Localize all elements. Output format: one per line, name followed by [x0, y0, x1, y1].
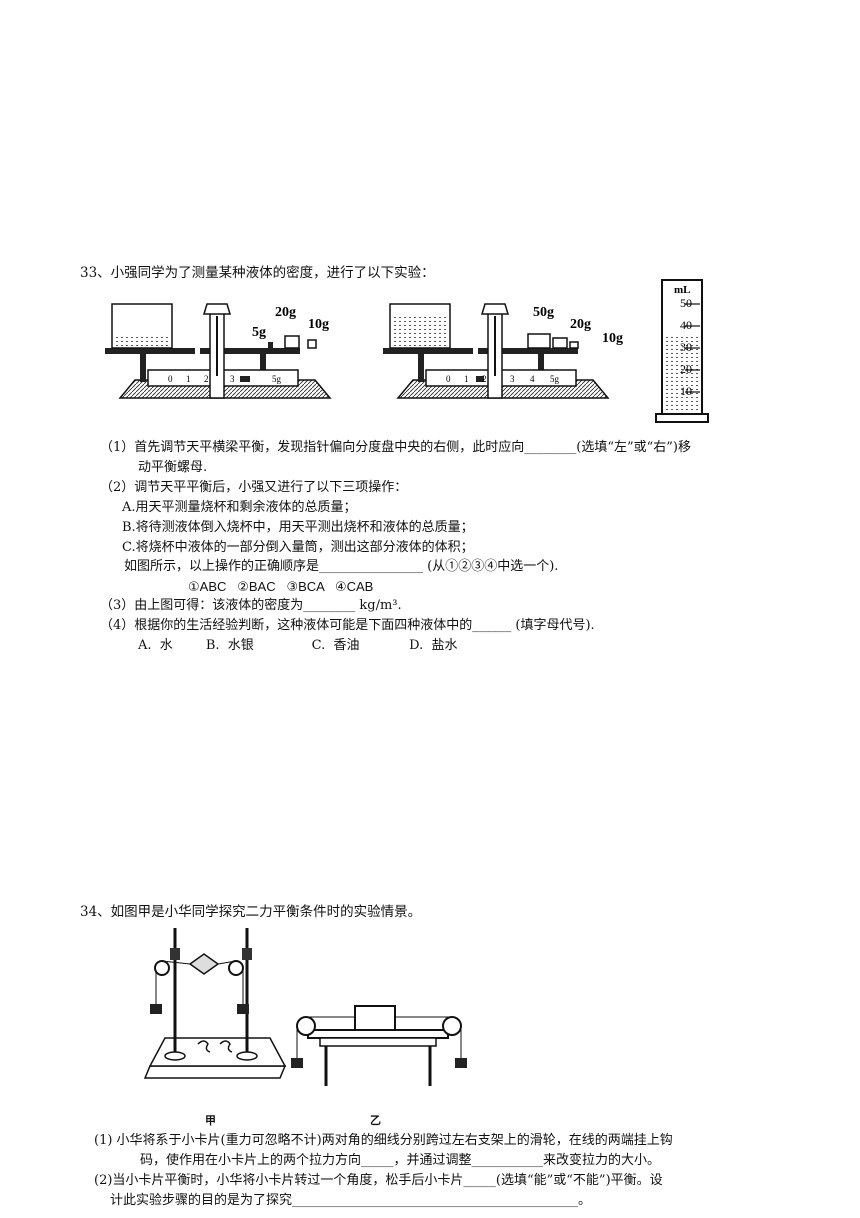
scale-label: 0: [168, 374, 173, 384]
scale-label: 5g: [272, 374, 282, 384]
q33-order-question: 如图所示，以上操作的正确顺序是________________ (从①②③④中选…: [124, 559, 559, 574]
balance-2-scale: 0 1 2 3 4 5g: [446, 374, 560, 384]
figure-jia: [143, 928, 287, 1079]
q34-part1-line2: 码，使作用在小卡片上的两个拉力方向_____，并通过调整___________来…: [140, 1153, 661, 1168]
balance-2: [383, 303, 610, 399]
q33-operation-b: B.将待测液体倒入烧杯中，用天平测出烧杯和液体的总质量；: [122, 520, 474, 535]
q33-operation-c: C.将烧杯中液体的一部分倒入量筒，测出这部分液体的体积；: [122, 540, 474, 555]
q34-part2-line2: 计此实验步骤的目的是为了探究__________________________…: [110, 1193, 592, 1208]
q33-part4: （4）根据你的生活经验判断，这种液体可能是下面四种液体中的______ (填字母…: [100, 618, 595, 633]
figure-label-yi: 乙: [370, 1114, 381, 1127]
scale-label: 5g: [550, 374, 560, 384]
cylinder-unit: mL: [674, 284, 691, 296]
weight-label-50g: 50g: [533, 305, 554, 320]
q34-part2-line1: (2)当小卡片平衡时，小华将小卡片转过一个角度，松手后小卡片_____(选填“能…: [94, 1173, 663, 1188]
scale-label: 1: [464, 374, 469, 384]
q33-order-choices: ①ABC ②BAC ③BCA ④CAB: [188, 579, 374, 594]
balance-1-scale: 0 1 2 3 5g: [168, 374, 282, 384]
weight-label-20g: 20g: [275, 305, 296, 320]
q33-part2-intro: （2）调节天平平衡后，小强又进行了以下三项操作：: [100, 480, 408, 495]
cylinder-mark-40: 40: [680, 318, 692, 332]
balance-figure: 20g 10g 5g 0 1 2 3 5g 50g 20g 10g 0 1 2 …: [105, 279, 709, 423]
cylinder-mark-50: 50: [680, 296, 692, 310]
figure-label-jia: 甲: [205, 1114, 216, 1127]
q33-part1-line1: （1）首先调节天平横梁平衡，发现指针偏向分度盘中央的右侧，此时应向_______…: [100, 440, 691, 455]
scale-label: 0: [446, 374, 451, 384]
scale-label: 2: [482, 374, 487, 384]
scale-label: 1: [186, 374, 191, 384]
scale-label: 4: [530, 374, 535, 384]
balance-1: [105, 303, 332, 399]
cylinder-mark-10: 10: [680, 384, 692, 398]
weight-label-10g: 10g: [602, 331, 623, 346]
weight-label-20g: 20g: [570, 317, 591, 332]
cylinder-mark-20: 20: [680, 362, 692, 376]
q33-part4-options: A. 水 B. 水银 C. 香油 D. 盐水: [138, 638, 458, 653]
q33-part3: （3）由上图可得：该液体的密度为________ kg/m³.: [100, 598, 402, 613]
q33-part1-line2: 动平衡螺母.: [138, 460, 208, 475]
scale-label: 3: [230, 374, 235, 384]
force-balance-figure: [143, 928, 467, 1086]
scale-label: 2: [204, 374, 209, 384]
q33-operation-a: A.用天平测量烧杯和剩余液体的总质量；: [122, 500, 357, 515]
weight-label-5g: 5g: [252, 325, 266, 340]
graduated-cylinder: [655, 279, 709, 423]
weight-label-10g: 10g: [308, 317, 329, 332]
question-34-title: 34、如图甲是小华同学探究二力平衡条件时的实验情景。: [80, 904, 422, 920]
cylinder-mark-30: 30: [680, 340, 692, 354]
scale-label: 3: [510, 374, 515, 384]
figure-yi: [291, 1005, 467, 1086]
question-33-title: 33、小强同学为了测量某种液体的密度，进行了以下实验：: [80, 265, 435, 281]
q34-part1-line1: (1) 小华将系于小卡片(重力可忽略不计)两对角的细线分别跨过左右支架上的滑轮，…: [94, 1133, 673, 1148]
